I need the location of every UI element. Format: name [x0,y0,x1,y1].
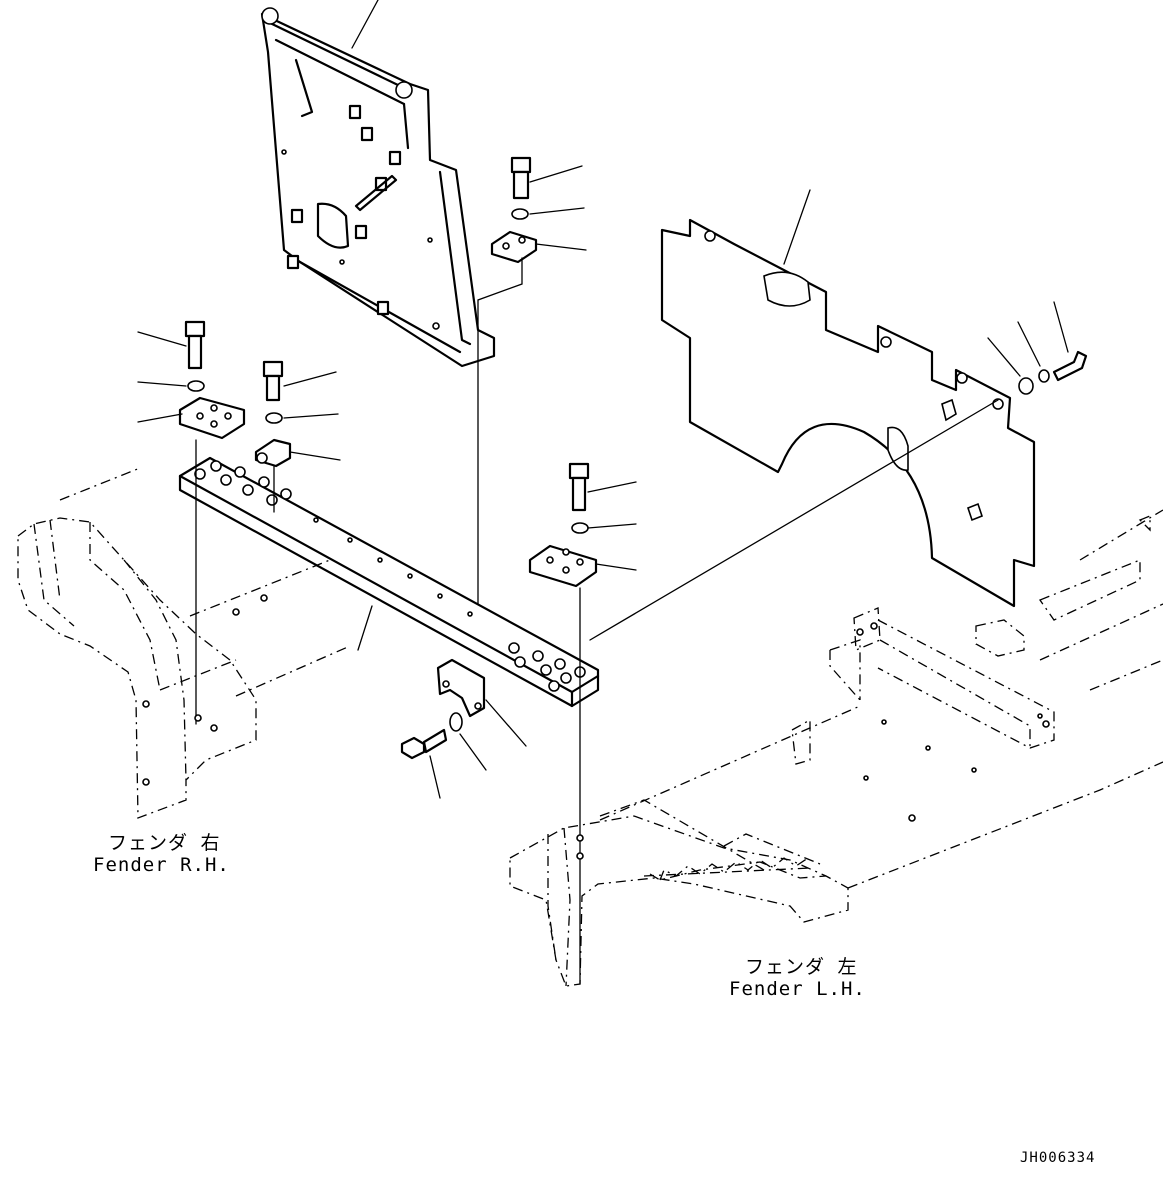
fender-rh-label-en: Fender R.H. [93,854,230,876]
fender-rh-label-jp: フェンダ 右 [108,832,221,854]
fender-lh-label-jp: フェンダ 左 [745,956,858,978]
fender-lh [509,509,1163,987]
drawing-code: JH006334 [1020,1150,1096,1166]
bolt-group-crossbar-right [528,462,598,588]
bolt-group-middle [254,360,292,468]
crossbar [178,456,600,708]
fender-rh [17,467,351,819]
bolt-group-right [1018,350,1088,395]
fender-lh-label-en: Fender L.H. [729,978,866,1000]
small-bracket [436,658,486,718]
cover-plate [660,218,1036,608]
bolt-group-lower [400,712,463,760]
bolt-group-upper [490,156,538,264]
upper-bracket [260,7,496,368]
bolt-group-left [178,320,246,440]
